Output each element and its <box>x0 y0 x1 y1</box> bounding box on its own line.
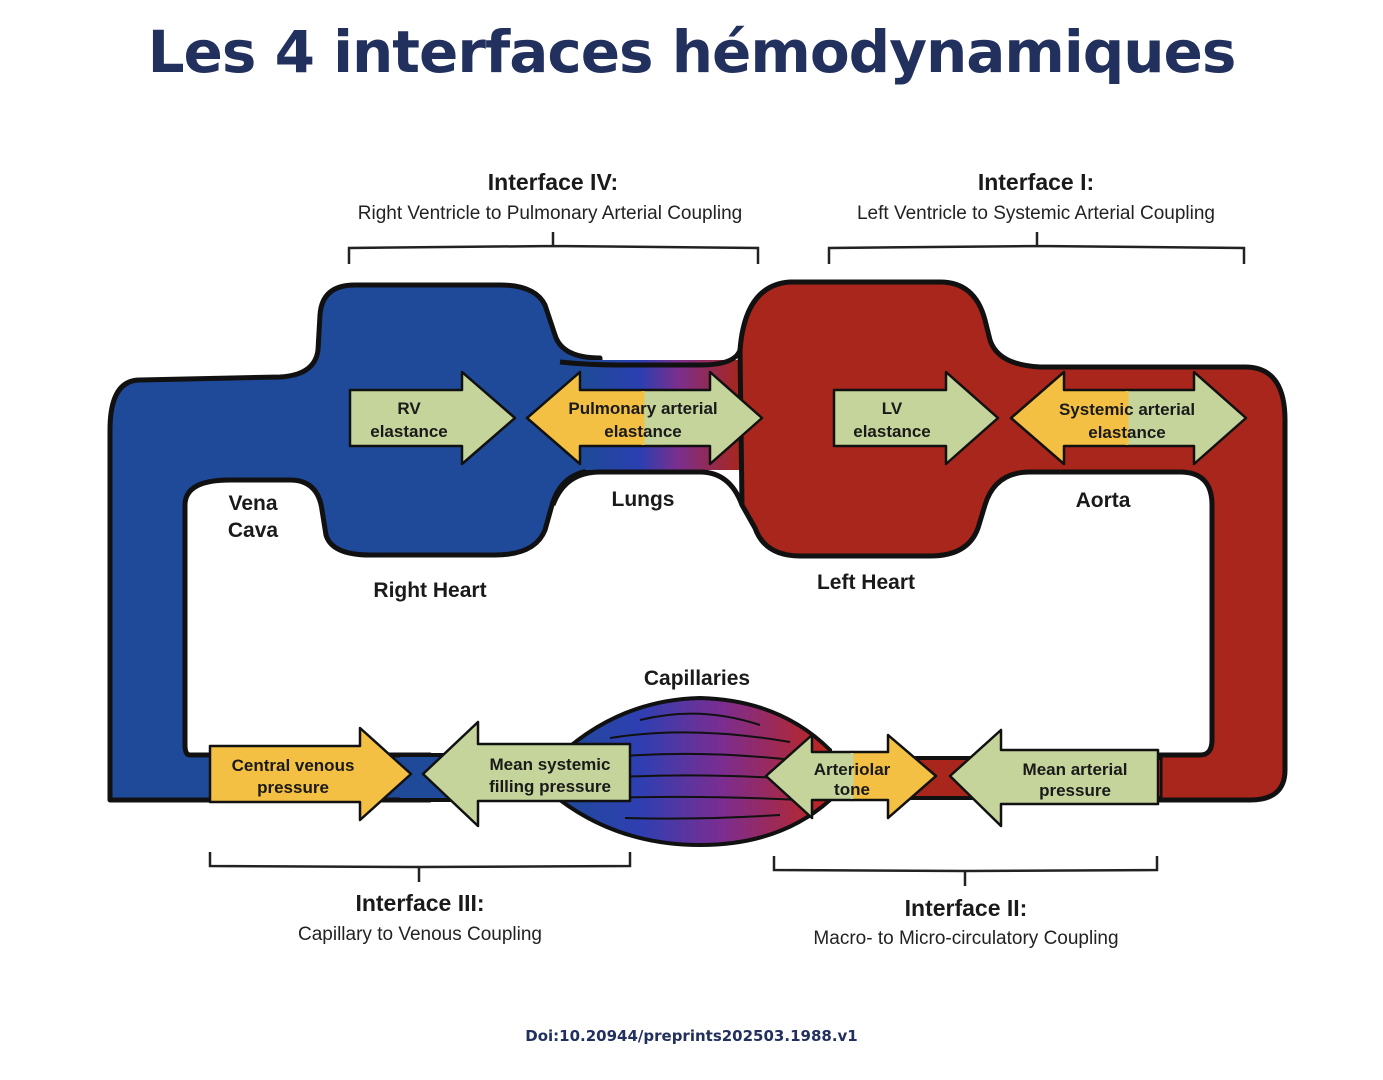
pulmonary-arterial-elastance-line2: elastance <box>604 422 682 441</box>
lv-elastance-line1: LV <box>882 399 903 418</box>
bracket-interface-iii <box>208 852 632 882</box>
interface-ii-heading: Interface II: <box>905 895 1028 921</box>
doi-reference: Doi:10.20944/preprints202503.1988.v1 <box>525 1027 858 1045</box>
vena-cava-label-line2: Cava <box>228 519 279 542</box>
systemic-arterial-elastance-line1: Systemic arterial <box>1059 400 1195 419</box>
arteriolar-tone-line1: Arteriolar <box>814 760 891 779</box>
bracket-interface-iv <box>347 232 760 264</box>
capillaries-label: Capillaries <box>644 667 750 690</box>
interface-iii-description: Capillary to Venous Coupling <box>298 924 542 945</box>
central-venous-pressure-line2: pressure <box>257 778 329 797</box>
systemic-arterial-elastance-line2: elastance <box>1088 423 1166 442</box>
interface-iv-heading: Interface IV: <box>488 169 618 195</box>
interface-i-description: Left Ventricle to Systemic Arterial Coup… <box>857 203 1215 224</box>
arterial-vessel <box>737 279 1288 803</box>
pulmonary-arterial-elastance-line1: Pulmonary arterial <box>568 399 717 418</box>
central-venous-pressure-line1: Central venous <box>232 756 355 775</box>
rv-elastance-line2: elastance <box>370 422 448 441</box>
bracket-interface-ii <box>772 856 1159 886</box>
arteriolar-tone-arrow: Arteriolar tone <box>764 733 938 820</box>
systemic-arterial-elastance-arrow: Systemic arterial elastance <box>1009 370 1248 466</box>
lv-elastance-arrow: LV elastance <box>832 370 1000 466</box>
rv-elastance-line1: RV <box>397 399 421 418</box>
right-heart-label: Right Heart <box>373 579 486 602</box>
interface-ii-description: Macro- to Micro-circulatory Coupling <box>813 928 1118 949</box>
mean-systemic-filling-pressure-arrow: Mean systemic filling pressure <box>421 720 632 828</box>
page-title: Les 4 interfaces hémodynamiques <box>147 18 1237 86</box>
mean-systemic-filling-pressure-line2: filling pressure <box>489 777 611 796</box>
aorta-label: Aorta <box>1076 489 1131 512</box>
mean-systemic-filling-pressure-line1: Mean systemic <box>490 755 611 774</box>
rv-elastance-arrow: RV elastance <box>348 370 517 466</box>
lv-elastance-line2: elastance <box>853 422 931 441</box>
central-venous-pressure-arrow: Central venous pressure <box>208 726 413 822</box>
vena-cava-label-line1: Vena <box>228 492 277 515</box>
venous-vessel <box>107 282 603 803</box>
lungs-label: Lungs <box>612 488 675 511</box>
mean-arterial-pressure-arrow: Mean arterial pressure <box>948 728 1160 828</box>
left-heart-label: Left Heart <box>817 571 915 594</box>
arteriolar-tone-line2: tone <box>834 780 870 799</box>
interface-iv-description: Right Ventricle to Pulmonary Arterial Co… <box>358 203 742 224</box>
bracket-interface-i <box>827 232 1246 264</box>
mean-arterial-pressure-line1: Mean arterial <box>1023 760 1128 779</box>
interface-i-heading: Interface I: <box>978 169 1094 195</box>
mean-arterial-pressure-line2: pressure <box>1039 781 1111 800</box>
interface-iii-heading: Interface III: <box>355 890 484 916</box>
pulmonary-arterial-elastance-arrow: Pulmonary arterial elastance <box>525 370 764 466</box>
